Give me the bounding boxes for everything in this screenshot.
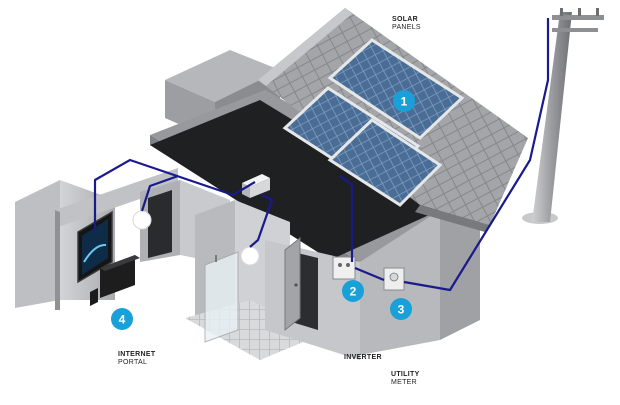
badge-3: 3 <box>390 298 412 320</box>
solar-panels-label-line2: PANELS <box>392 24 421 31</box>
solar-panels-label-line1: SOLAR <box>392 16 418 23</box>
internet-portal-label-line1: INTERNET <box>118 351 156 358</box>
inverter-label-line1: INVERTER <box>344 354 382 361</box>
utility-meter-label: UTILITY METER <box>391 371 420 387</box>
utility-meter-box <box>383 267 405 291</box>
light-fixture <box>132 210 152 230</box>
solar-panels-label: SOLAR PANELS <box>392 16 421 32</box>
svg-text:1: 1 <box>401 95 408 109</box>
utility-meter-label-line1: UTILITY <box>391 371 420 378</box>
badge-4: 4 <box>111 308 133 330</box>
solar-panel <box>327 38 465 140</box>
tv-unit <box>77 210 140 306</box>
utility-pole <box>522 8 604 224</box>
speaker <box>90 288 98 306</box>
wiring <box>93 18 550 292</box>
utility-meter-label-line2: METER <box>391 379 417 386</box>
svg-text:4: 4 <box>119 313 126 327</box>
badge-1: 1 <box>393 90 415 112</box>
svg-text:2: 2 <box>350 285 357 299</box>
inverter-label: INVERTER <box>344 354 382 362</box>
svg-text:3: 3 <box>398 303 405 317</box>
internet-portal-label: INTERNET PORTAL <box>118 351 155 367</box>
badge-2: 2 <box>342 280 364 302</box>
internet-portal-label-line2: PORTAL <box>118 359 148 366</box>
light-fixture <box>240 246 260 266</box>
solar-panel-array <box>282 38 465 207</box>
solar-panel <box>327 118 443 207</box>
open-door <box>284 236 301 332</box>
